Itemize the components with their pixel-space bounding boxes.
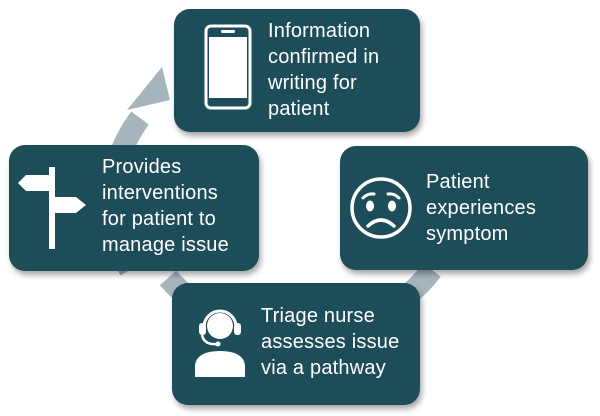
- cycle-arrowhead: [127, 67, 170, 110]
- mobile-phone-icon: [204, 24, 252, 110]
- step-provides-interventions: Provides interventions for patient to ma…: [9, 145, 259, 271]
- step-label: Information confirmed in writing for pat…: [268, 20, 380, 120]
- step-triage-nurse-assesses: Triage nurse assesses issue via a pathwa…: [172, 283, 420, 405]
- step-label: Triage nurse assesses issue via a pathwa…: [261, 305, 400, 379]
- signpost-icon: [18, 167, 86, 249]
- step-label: Provides interventions for patient to ma…: [102, 156, 229, 256]
- step-information-confirmed: Information confirmed in writing for pat…: [174, 9, 420, 132]
- step-patient-experiences-symptom: Patient experiences symptom: [340, 146, 588, 270]
- nurse-headset-icon: [195, 309, 245, 377]
- step-label: Patient experiences symptom: [426, 171, 537, 245]
- worried-face-icon: [350, 177, 412, 239]
